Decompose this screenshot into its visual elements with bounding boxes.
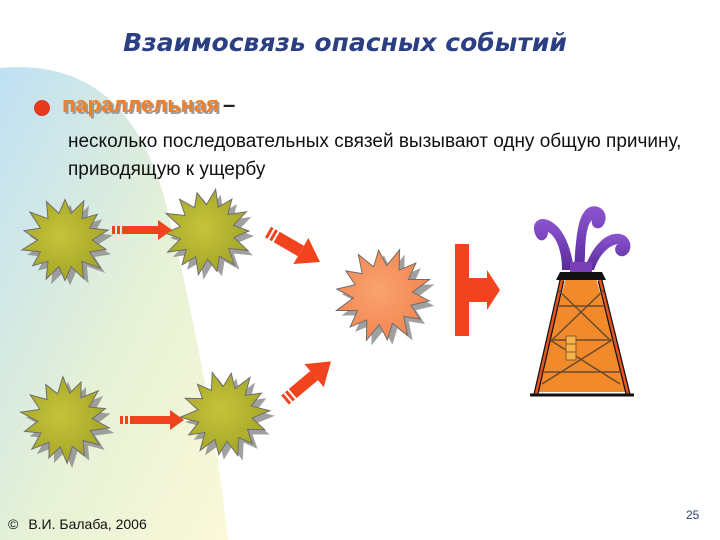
arrow-icon: [265, 226, 320, 264]
cause-burst-icon: [334, 248, 435, 346]
bullet-dash: –: [222, 92, 236, 117]
bullet-term-line: параллельная–: [62, 92, 235, 118]
bullet-description: несколько последовательных связей вызыва…: [68, 131, 682, 180]
oil-derrick-icon: [530, 206, 634, 397]
bullet-term: параллельная: [62, 92, 219, 117]
event-burst-icon: [163, 187, 254, 280]
event-burst-icon: [20, 198, 114, 286]
footer-author: В.И. Балаба, 2006: [28, 516, 147, 532]
blocked-arrow-icon: [455, 244, 500, 336]
copyright-icon: ©: [8, 516, 19, 532]
event-burst-icon: [178, 371, 275, 461]
footer: © В.И. Балаба, 2006: [8, 516, 147, 532]
arrow-icon: [120, 410, 184, 430]
event-burst-icon: [19, 375, 115, 469]
bullet-icon: [34, 100, 50, 116]
arrow-icon: [112, 220, 172, 240]
page-number: 25: [686, 508, 700, 522]
slide-title: Взаимосвязь опасных событий: [123, 28, 567, 57]
arrow-icon: [281, 361, 331, 405]
